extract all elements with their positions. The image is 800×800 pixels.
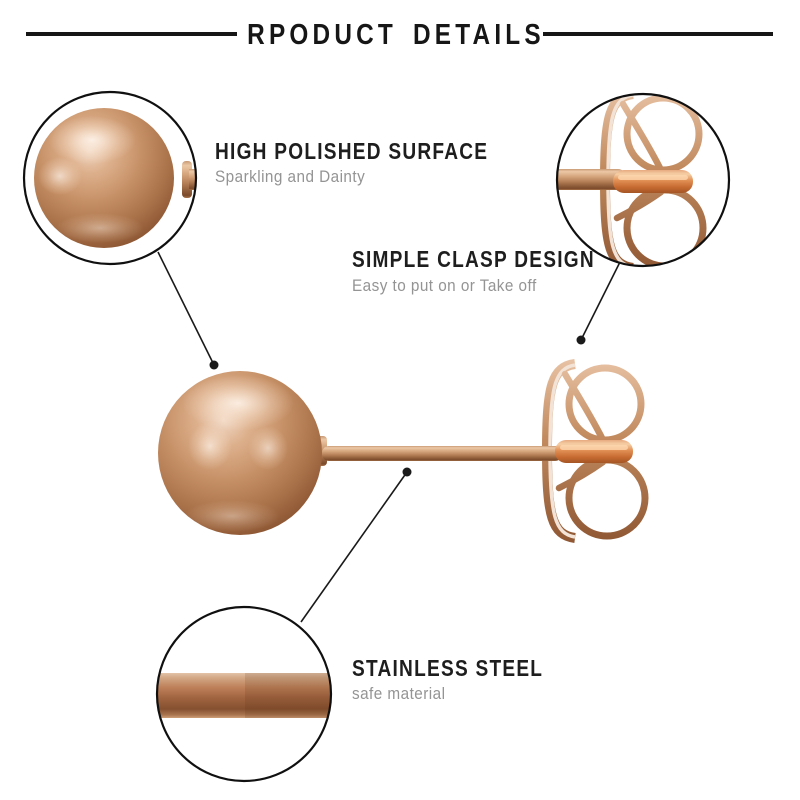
- callout-line: [300, 471, 408, 623]
- earring: [158, 364, 645, 538]
- callout-dot: [209, 360, 219, 370]
- callout-connectors: [157, 251, 621, 623]
- callout-dot: [402, 467, 412, 477]
- polish-heading: HIGH POLISHED SURFACE: [215, 138, 489, 164]
- clasp-subheading: Easy to put on or Take off: [352, 276, 537, 295]
- steel-heading: STAINLESS STEEL: [352, 655, 544, 681]
- title-rule-left: [26, 32, 237, 36]
- earring-ball: [158, 371, 322, 535]
- earring-post: [322, 446, 562, 461]
- title-rule-right: [543, 32, 773, 36]
- polish-subheading: Sparkling and Dainty: [215, 167, 366, 186]
- zoom-callout-clasp: [555, 92, 731, 268]
- page-title: RPODUCT DETAILS: [247, 19, 545, 51]
- clasp-tube: [555, 440, 633, 463]
- zoom-callout-post: [155, 605, 333, 783]
- zoom-callout-ball: [22, 90, 198, 266]
- callout-line: [157, 251, 215, 366]
- steel-subheading: safe material: [352, 684, 446, 703]
- callout-line: [580, 261, 621, 341]
- callout-dot: [576, 335, 586, 345]
- clasp-heading: SIMPLE CLASP DESIGN: [352, 246, 595, 272]
